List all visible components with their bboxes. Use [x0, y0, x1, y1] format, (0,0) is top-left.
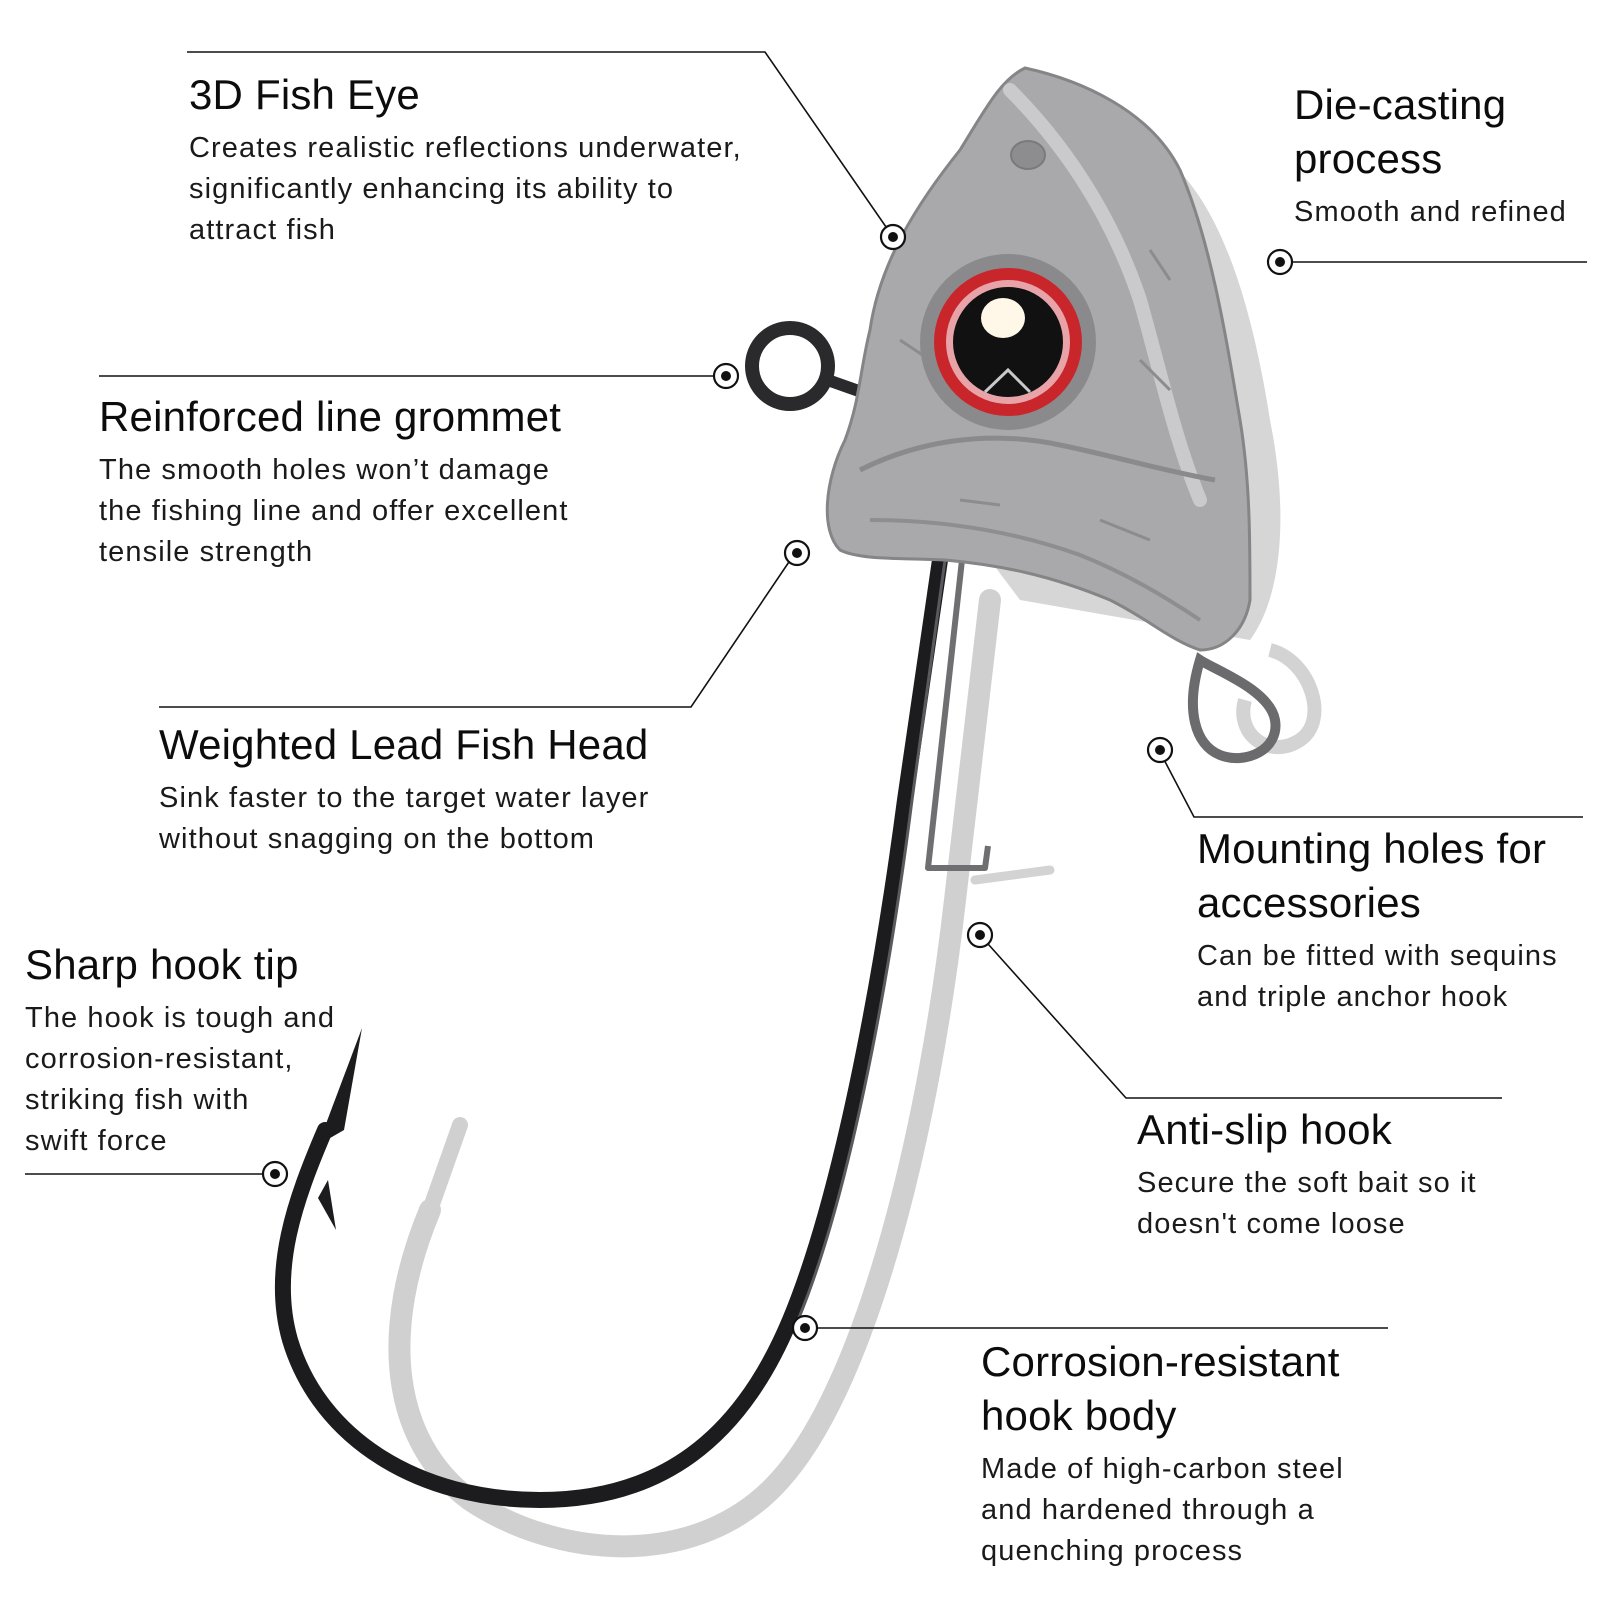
callout-title: Weighted Lead Fish Head [159, 721, 649, 768]
dot-fish-eye [879, 223, 907, 251]
callout-line-grommet: Reinforced line grommet The smooth holes… [99, 390, 569, 573]
grommet-ring [745, 321, 835, 411]
callout-hook-tip: Sharp hook tip The hook is tough and cor… [25, 938, 335, 1162]
desc-line: Made of high-carbon steel [981, 1453, 1344, 1485]
callout-fish-eye: 3D Fish Eye Creates realistic reflection… [189, 68, 742, 251]
callout-title: Sharp hook tip [25, 941, 299, 988]
title-line: Die-casting [1294, 81, 1507, 128]
mounting-ring [1188, 652, 1281, 764]
leader-lead-head [159, 552, 796, 708]
desc-line: Sink faster to the target water layer [159, 782, 650, 814]
callout-title: Mounting holes for accessories [1197, 822, 1558, 930]
title-line: process [1294, 135, 1443, 182]
callout-description: The smooth holes won’t damage the fishin… [99, 450, 569, 573]
desc-line: the fishing line and offer excellent [99, 495, 569, 527]
leader-lines [25, 51, 1587, 1329]
shadow-hook-point [422, 1117, 468, 1218]
eye-highlight [981, 298, 1025, 338]
desc-line: corrosion-resistant, [25, 1043, 294, 1075]
callout-description: The hook is tough and corrosion-resistan… [25, 998, 335, 1162]
desc-line: without snagging on the bottom [159, 823, 596, 855]
desc-line: and triple anchor hook [1197, 981, 1509, 1013]
desc-line: doesn't come loose [1137, 1208, 1406, 1240]
eye-reflection [983, 367, 1032, 394]
desc-line: Creates realistic reflections underwater… [189, 132, 742, 164]
callout-title: 3D Fish Eye [189, 71, 420, 118]
leader-fish-eye [187, 51, 894, 238]
callout-description: Smooth and refined [1294, 192, 1567, 233]
lead-head-ridge [1003, 83, 1207, 507]
desc-line: Can be fitted with sequins [1197, 940, 1558, 972]
callout-title: Corrosion-resistant hook body [981, 1335, 1344, 1443]
hook [274, 552, 991, 1509]
desc-line: striking fish with [25, 1084, 250, 1116]
callout-title: Anti-slip hook [1137, 1106, 1392, 1153]
desc-line: The hook is tough and [25, 1002, 336, 1034]
title-line: Corrosion-resistant [981, 1338, 1340, 1385]
callout-mounting-holes: Mounting holes for accessories Can be fi… [1197, 822, 1558, 1018]
hook-point [318, 1028, 362, 1145]
lead-head-crease [858, 435, 1216, 483]
line-grommet-eyelet [745, 321, 873, 411]
shadow-keeper [970, 865, 1055, 885]
desc-line: attract fish [189, 214, 336, 246]
callout-hook-body: Corrosion-resistant hook body Made of hi… [981, 1335, 1344, 1572]
callout-description: Made of high-carbon steel and hardened t… [981, 1449, 1344, 1572]
desc-line: Secure the soft bait so it [1137, 1167, 1477, 1199]
callout-die-casting: Die-casting process Smooth and refined [1294, 78, 1567, 233]
anti-slip-keeper [925, 559, 991, 871]
leader-mounting-holes [1159, 751, 1583, 818]
dot-lead-head [783, 539, 811, 567]
callout-description: Sink faster to the target water layer wi… [159, 778, 649, 860]
lead-head-hole [1010, 140, 1046, 170]
lead-head-jaw [869, 518, 1202, 622]
callout-lead-head: Weighted Lead Fish Head Sink faster to t… [159, 718, 649, 860]
hook-shank [274, 552, 948, 1509]
callout-description: Secure the soft bait so it doesn't come … [1137, 1163, 1477, 1245]
leader-anti-slip [979, 934, 1502, 1099]
desc-line: significantly enhancing its ability to [189, 173, 675, 205]
callout-title: Reinforced line grommet [99, 393, 562, 440]
lead-head-texture [899, 249, 1172, 542]
hook-barb [318, 1180, 336, 1230]
mounting-eyelet [1188, 652, 1281, 764]
eye-pupil [953, 287, 1063, 397]
desc-line: swift force [25, 1125, 168, 1157]
desc-line: quenching process [981, 1535, 1244, 1567]
callout-description: Creates realistic reflections underwater… [189, 128, 742, 251]
dot-mounting-holes [1146, 736, 1174, 764]
shadow-hook-body [388, 589, 1001, 1558]
dot-hook-tip [261, 1160, 289, 1188]
title-line: hook body [981, 1392, 1177, 1439]
desc-line: and hardened through a [981, 1494, 1315, 1526]
callout-title: Die-casting process [1294, 78, 1567, 186]
title-line: Mounting holes for [1197, 825, 1547, 872]
hook-shank-highlight [796, 559, 947, 1321]
fish-eye [920, 254, 1096, 430]
desc-line: The smooth holes won’t damage [99, 454, 551, 486]
title-line: accessories [1197, 879, 1421, 926]
callout-dots [261, 223, 1294, 1342]
desc-line: tensile strength [99, 536, 314, 568]
dot-line-grommet [712, 362, 740, 390]
desc-line: Smooth and refined [1294, 196, 1567, 228]
dot-die-casting [1266, 248, 1294, 276]
shadow-eyelet [1236, 643, 1322, 755]
callout-anti-slip: Anti-slip hook Secure the soft bait so i… [1137, 1103, 1477, 1245]
dot-hook-body [791, 1314, 819, 1342]
dot-anti-slip [966, 921, 994, 949]
callout-description: Can be fitted with sequins and triple an… [1197, 936, 1558, 1018]
